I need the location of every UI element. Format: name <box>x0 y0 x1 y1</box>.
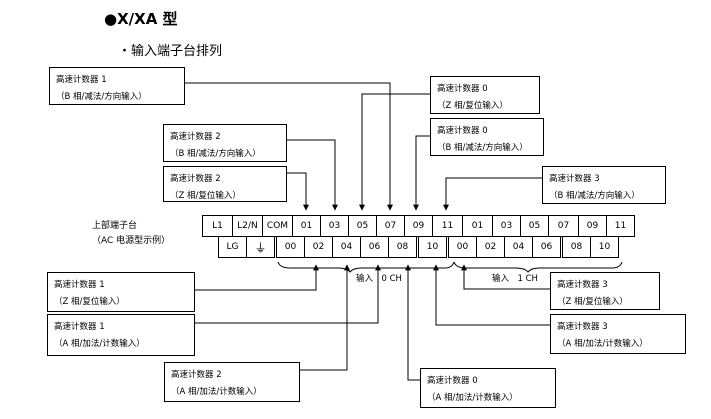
callout-hsc1-b-phase: 高速计数器 1 （B 相/减法/方向输入） <box>49 67 185 105</box>
callout-title: 高速计数器 0 <box>427 376 478 386</box>
bracket-ch1 <box>453 261 623 273</box>
wire-hsc1-b <box>184 82 393 211</box>
callout-desc: （Z 相/复位输入） <box>557 297 628 307</box>
callout-title: 高速计数器 1 <box>54 322 105 332</box>
terminal-bottom-2: 00 <box>276 236 305 258</box>
board-label-line1: 上部端子台 <box>92 221 138 231</box>
callout-desc: （Z 相/复位输入） <box>170 191 241 201</box>
callout-title: 高速计数器 1 <box>54 280 105 290</box>
callout-title: 高速计数器 3 <box>557 322 608 332</box>
terminal-top-6: 07 <box>376 215 405 237</box>
terminal-bottom-3: 02 <box>304 236 333 258</box>
terminal-top-11: 05 <box>520 215 549 237</box>
callout-title: 高速计数器 1 <box>56 75 107 85</box>
callout-desc: （Z 相/复位输入） <box>437 101 508 111</box>
wire-hsc2-z <box>286 172 309 211</box>
callout-desc: （B 相/减法/方向输入） <box>549 191 640 201</box>
wire-hsc1-a <box>194 264 381 324</box>
terminal-top-4: 03 <box>320 215 349 237</box>
terminal-bottom-13: 10 <box>590 236 619 258</box>
terminal-bottom-4: 04 <box>332 236 361 258</box>
terminal-bottom-10: 04 <box>504 236 533 258</box>
board-label-line2: （AC 电源型示例） <box>92 236 171 246</box>
callout-desc: （B 相/减法/方向输入） <box>56 92 147 102</box>
callout-title: 高速计数器 0 <box>437 126 488 136</box>
wire-hsc2-a <box>270 264 350 371</box>
terminal-top-8: 11 <box>432 215 463 237</box>
wire-hsc3-z <box>461 264 550 290</box>
callout-title: 高速计数器 2 <box>170 174 221 184</box>
callout-hsc0-a-phase: 高速计数器 0 （A 相/加法/计数输入） <box>420 368 556 408</box>
terminal-top-0: L1 <box>202 215 233 237</box>
terminal-bottom-11: 06 <box>532 236 561 258</box>
callout-hsc3-b-phase: 高速计数器 3 （B 相/减法/方向输入） <box>542 166 666 204</box>
wire-hsc2-b <box>286 139 338 211</box>
callout-hsc3-z-phase: 高速计数器 3 （Z 相/复位输入） <box>550 272 660 310</box>
terminal-top-12: 07 <box>548 215 579 237</box>
terminal-top-9: 01 <box>462 215 493 237</box>
terminal-bottom-6: 08 <box>388 236 417 258</box>
callout-desc: （A 相/加法/计数输入） <box>171 387 262 397</box>
terminal-bottom-8: 00 <box>448 236 477 258</box>
channel-label-1: 输入 1 CH <box>492 274 538 284</box>
terminal-bottom-0: LG <box>218 236 247 258</box>
terminal-top-7: 09 <box>404 215 433 237</box>
terminal-bottom-7: 10 <box>418 236 447 258</box>
terminal-top-5: 05 <box>348 215 377 237</box>
terminal-top-13: 09 <box>578 215 607 237</box>
callout-hsc0-b-phase: 高速计数器 0 （B 相/减法/方向输入） <box>430 118 544 156</box>
wire-hsc1-z <box>194 264 319 291</box>
page-title: ●X/XA 型 <box>104 10 178 28</box>
wire-hsc0-a <box>405 264 420 381</box>
wire-hsc3-b <box>443 177 542 211</box>
wire-hsc0-z <box>359 93 430 211</box>
callout-hsc1-z-phase: 高速计数器 1 （Z 相/复位输入） <box>47 272 195 312</box>
terminal-bottom-5: 06 <box>360 236 389 258</box>
callout-desc: （B 相/减法/方向输入） <box>437 143 528 153</box>
terminal-top-10: 03 <box>492 215 521 237</box>
terminal-top-1: L2/N <box>232 215 263 237</box>
callout-desc: （A 相/加法/计数输入） <box>557 339 648 349</box>
callout-title: 高速计数器 0 <box>437 84 488 94</box>
bracket-ch0 <box>277 261 455 273</box>
callout-desc: （Z 相/复位输入） <box>54 297 125 307</box>
callout-desc: （A 相/加法/计数输入） <box>54 339 145 349</box>
terminal-top-3: 01 <box>292 215 321 237</box>
callout-hsc2-b-phase: 高速计数器 2 （B 相/减法/方向输入） <box>163 124 287 162</box>
callout-title: 高速计数器 3 <box>549 174 600 184</box>
callout-hsc2-a-phase: 高速计数器 2 （A 相/加法/计数输入） <box>164 362 300 402</box>
callout-title: 高速计数器 2 <box>171 370 222 380</box>
callout-desc: （A 相/加法/计数输入） <box>427 393 518 403</box>
callout-hsc3-a-phase: 高速计数器 3 （A 相/加法/计数输入） <box>550 314 686 354</box>
ground-terminal-icon: ⏚ <box>246 236 275 258</box>
wire-hsc0-b <box>413 135 430 211</box>
callout-hsc0-z-phase: 高速计数器 0 （Z 相/复位输入） <box>430 76 540 114</box>
terminal-bottom-9: 02 <box>476 236 505 258</box>
channel-label-0: 输入 0 CH <box>356 274 402 284</box>
terminal-bottom-12: 08 <box>562 236 591 258</box>
wire-hsc3-a <box>433 264 550 326</box>
terminal-top-2: COM <box>262 215 293 237</box>
callout-title: 高速计数器 3 <box>557 280 608 290</box>
terminal-top-14: 11 <box>606 215 635 237</box>
callout-hsc2-z-phase: 高速计数器 2 （Z 相/复位输入） <box>163 166 287 202</box>
section-heading: ・输入端子台排列 <box>118 44 223 59</box>
callout-title: 高速计数器 2 <box>170 132 221 142</box>
callout-hsc1-a-phase: 高速计数器 1 （A 相/加法/计数输入） <box>47 314 195 356</box>
callout-desc: （B 相/减法/方向输入） <box>170 149 261 159</box>
